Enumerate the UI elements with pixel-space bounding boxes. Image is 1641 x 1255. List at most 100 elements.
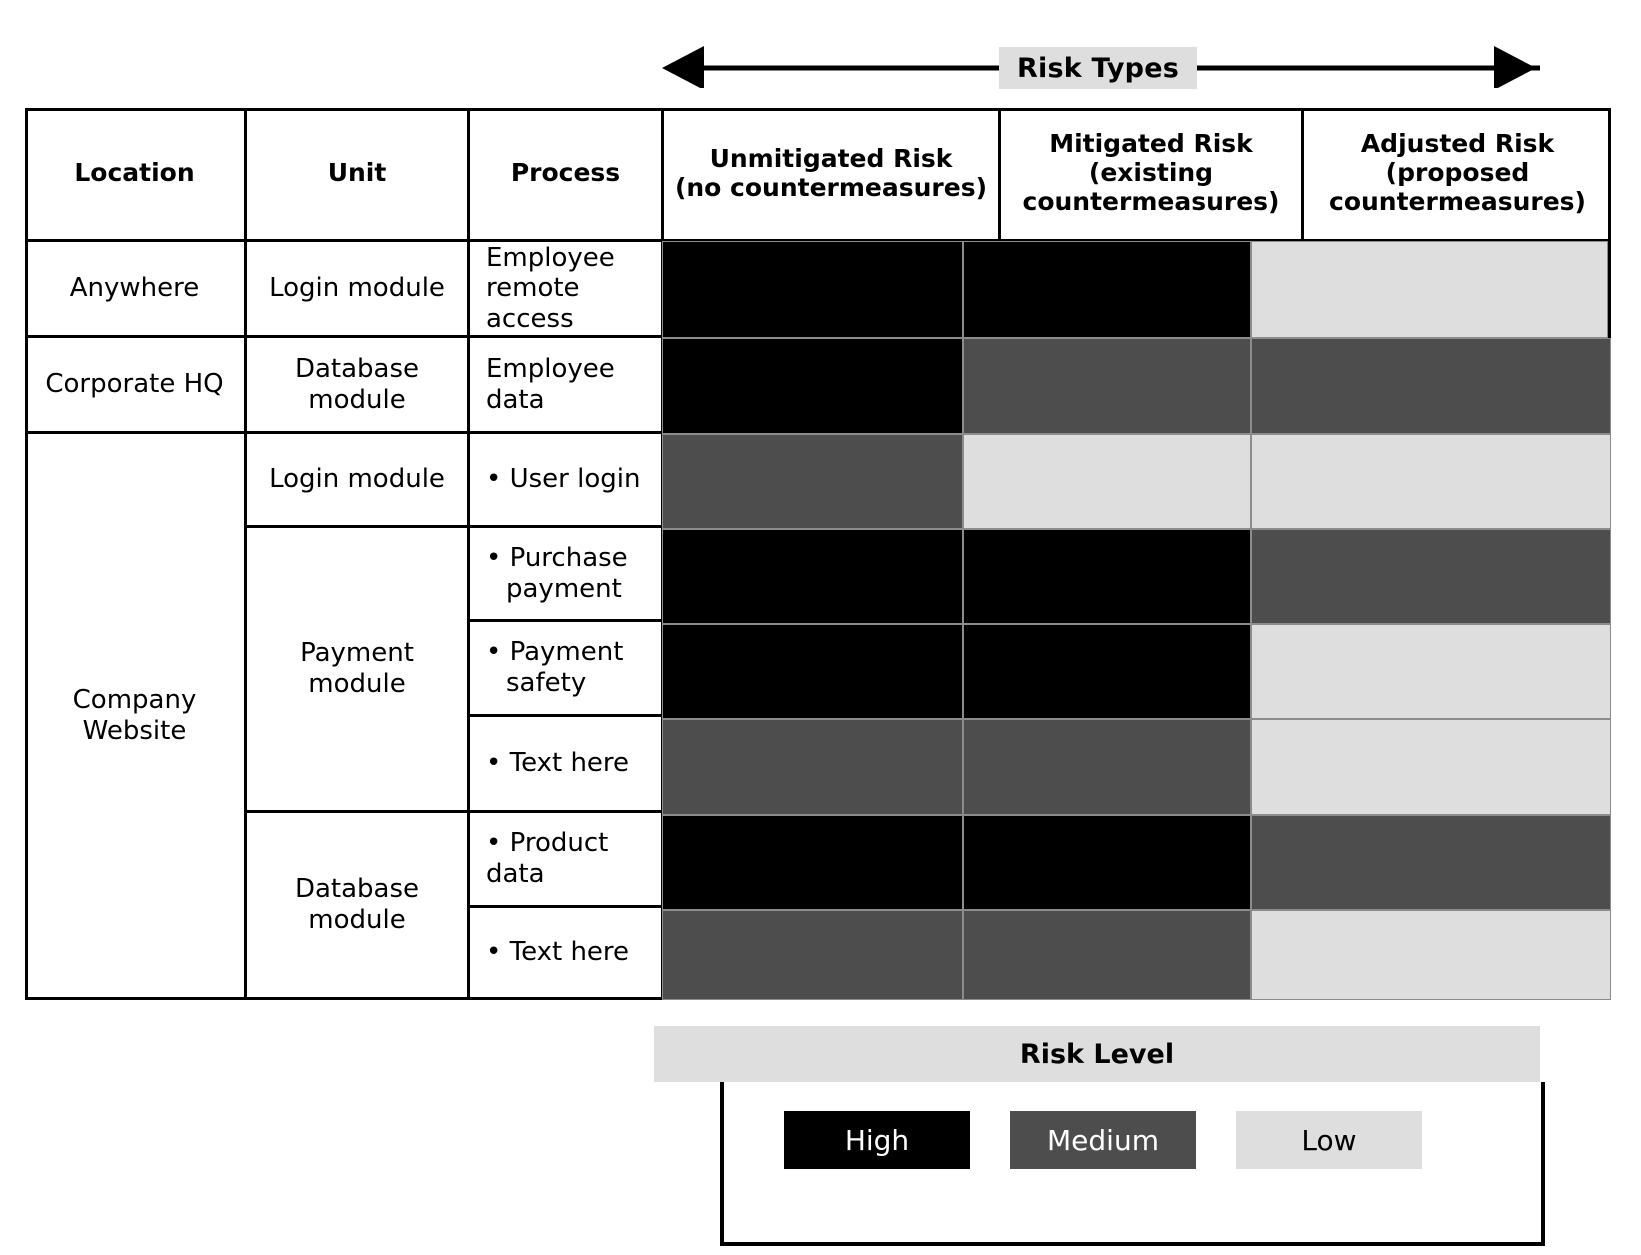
row-divider-6: [244, 810, 661, 813]
process-label-line1: • Text here: [486, 748, 630, 779]
location-label-line1: Company: [72, 684, 197, 715]
col-divider-unit-process: [467, 108, 470, 1000]
process-cell-payment-safety: • Payment safety: [470, 622, 661, 714]
risk-swatch-mitigated-row2: [963, 338, 1251, 434]
risk-swatch-adjusted-row8: [1251, 910, 1611, 1000]
legend-box: High Medium Low: [720, 1082, 1545, 1246]
process-label-line1: Employee data: [486, 353, 615, 415]
column-header-unit-label: Unit: [327, 158, 387, 188]
process-cell-employee-data: Employee data: [470, 338, 661, 431]
unit-label-line1: Payment: [300, 638, 414, 669]
row-divider-5: [467, 714, 661, 717]
column-header-process-label: Process: [510, 158, 621, 188]
location-label-line2: Website: [82, 715, 187, 746]
risk-swatch-unmitigated-row7: [662, 815, 963, 910]
legend-chip-high-label: High: [844, 1123, 910, 1157]
legend-chip-medium-label: Medium: [1047, 1123, 1159, 1157]
location-label: Corporate HQ: [45, 369, 224, 400]
column-header-unit: Unit: [247, 108, 467, 239]
unit-label-line2: module: [308, 384, 406, 415]
risk-matrix-table: Location Unit Process Unmitigated Risk (…: [25, 108, 1611, 1000]
risk-swatch-adjusted-row3: [1251, 434, 1611, 529]
col-divider-location-unit: [244, 108, 247, 1000]
risk-swatch-mitigated-row5: [963, 624, 1251, 719]
unit-cell-login-module-anywhere: Login module: [247, 242, 467, 335]
risk-swatch-unmitigated-row6: [662, 719, 963, 815]
column-header-unmitigated-line1: Unmitigated Risk: [709, 143, 953, 173]
unit-cell-database-module-website: Database module: [247, 813, 467, 997]
risk-swatch-adjusted-row6: [1251, 719, 1611, 815]
process-label-line1: • Purchase: [486, 542, 628, 573]
column-header-location: Location: [25, 108, 244, 239]
process-label-line2: remote access: [486, 273, 580, 334]
risk-swatch-mitigated-row3: [963, 434, 1251, 529]
risk-swatch-mitigated-row6: [963, 719, 1251, 815]
risk-swatch-unmitigated-row5: [662, 624, 963, 719]
row-divider-3: [244, 525, 661, 528]
col-divider-mit-adj: [1301, 108, 1304, 242]
risk-swatch-unmitigated-row3: [662, 434, 963, 529]
unit-cell-login-module-website: Login module: [247, 434, 467, 525]
column-header-adjusted-line1: Adjusted Risk: [1360, 129, 1555, 159]
column-header-unmitigated-line2: (no countermeasures): [674, 172, 988, 202]
process-label-line2: payment: [506, 573, 622, 604]
column-header-mitigated-line1: Mitigated Risk: [1049, 129, 1253, 159]
unit-cell-database-module-hq: Database module: [247, 338, 467, 431]
column-header-adjusted-risk: Adjusted Risk (proposed countermeasures): [1304, 108, 1611, 239]
legend-chip-high: High: [784, 1111, 970, 1169]
risk-types-label: Risk Types: [999, 47, 1197, 89]
risk-swatch-adjusted-row4: [1251, 529, 1611, 624]
process-cell-text-here-payment: • Text here: [470, 717, 661, 810]
location-label: Anywhere: [69, 273, 200, 304]
process-cell-employee-remote-access: Employee remote access: [470, 242, 661, 335]
row-divider-1: [25, 335, 661, 338]
risk-swatch-unmitigated-row4: [662, 529, 963, 624]
unit-label: Login module: [269, 273, 445, 304]
risk-swatch-adjusted-row1: [1251, 241, 1608, 338]
row-divider-2: [25, 431, 661, 434]
location-cell-company-website: Company Website: [25, 434, 244, 997]
legend-title: Risk Level: [654, 1026, 1540, 1082]
risk-swatch-unmitigated-row1: [662, 241, 963, 338]
legend-chip-low-label: Low: [1301, 1123, 1357, 1157]
row-divider-4: [467, 619, 661, 622]
risk-swatch-mitigated-row1: [963, 241, 1251, 338]
column-header-adjusted-line3: countermeasures): [1329, 186, 1586, 216]
column-header-unmitigated-risk: Unmitigated Risk (no countermeasures): [664, 108, 998, 239]
column-header-location-label: Location: [74, 158, 195, 188]
column-header-mitigated-risk: Mitigated Risk (existing countermeasures…: [1001, 108, 1301, 239]
column-header-adjusted-line2: (proposed: [1385, 158, 1530, 188]
risk-level-legend: Risk Level High Medium Low: [654, 1026, 1545, 1255]
unit-label-line2: module: [308, 669, 406, 699]
process-label-line1: Employee: [486, 242, 615, 273]
unit-label-line2: module: [308, 905, 406, 935]
double-headed-arrow-icon: [662, 46, 1540, 88]
column-header-mitigated-line3: countermeasures): [1022, 186, 1280, 216]
location-cell-anywhere: Anywhere: [25, 242, 244, 335]
risk-types-header: Risk Types: [0, 16, 1641, 89]
unit-label: Login module: [269, 464, 445, 495]
risk-swatch-adjusted-row7: [1251, 815, 1611, 910]
unit-label-line1: Database: [294, 874, 420, 905]
process-cell-text-here-database: • Text here: [470, 908, 661, 997]
col-divider-unmit-mit: [998, 108, 1001, 242]
column-header-mitigated-line2: (existing: [1088, 158, 1214, 188]
risk-swatch-unmitigated-row2: [662, 338, 963, 434]
risk-swatch-adjusted-row2: [1251, 338, 1611, 434]
process-cell-product-data: • Product data: [470, 813, 661, 905]
legend-chip-medium: Medium: [1010, 1111, 1196, 1169]
risk-swatch-mitigated-row4: [963, 529, 1251, 624]
process-label-line1: • User login: [486, 464, 641, 495]
process-label-line1: • Product data: [486, 828, 609, 889]
process-label-line1: • Payment: [486, 637, 624, 668]
process-cell-purchase-payment: • Purchase payment: [470, 528, 661, 619]
risk-swatch-mitigated-row8: [963, 910, 1251, 1000]
risk-swatch-adjusted-row5: [1251, 624, 1611, 719]
legend-chip-low: Low: [1236, 1111, 1422, 1169]
risk-swatch-mitigated-row7: [963, 815, 1251, 910]
unit-label-line1: Database: [294, 353, 420, 384]
location-cell-corporate-hq: Corporate HQ: [25, 338, 244, 431]
process-cell-user-login: • User login: [470, 434, 661, 525]
process-label-line2: safety: [506, 668, 587, 698]
row-divider-7: [467, 905, 661, 908]
